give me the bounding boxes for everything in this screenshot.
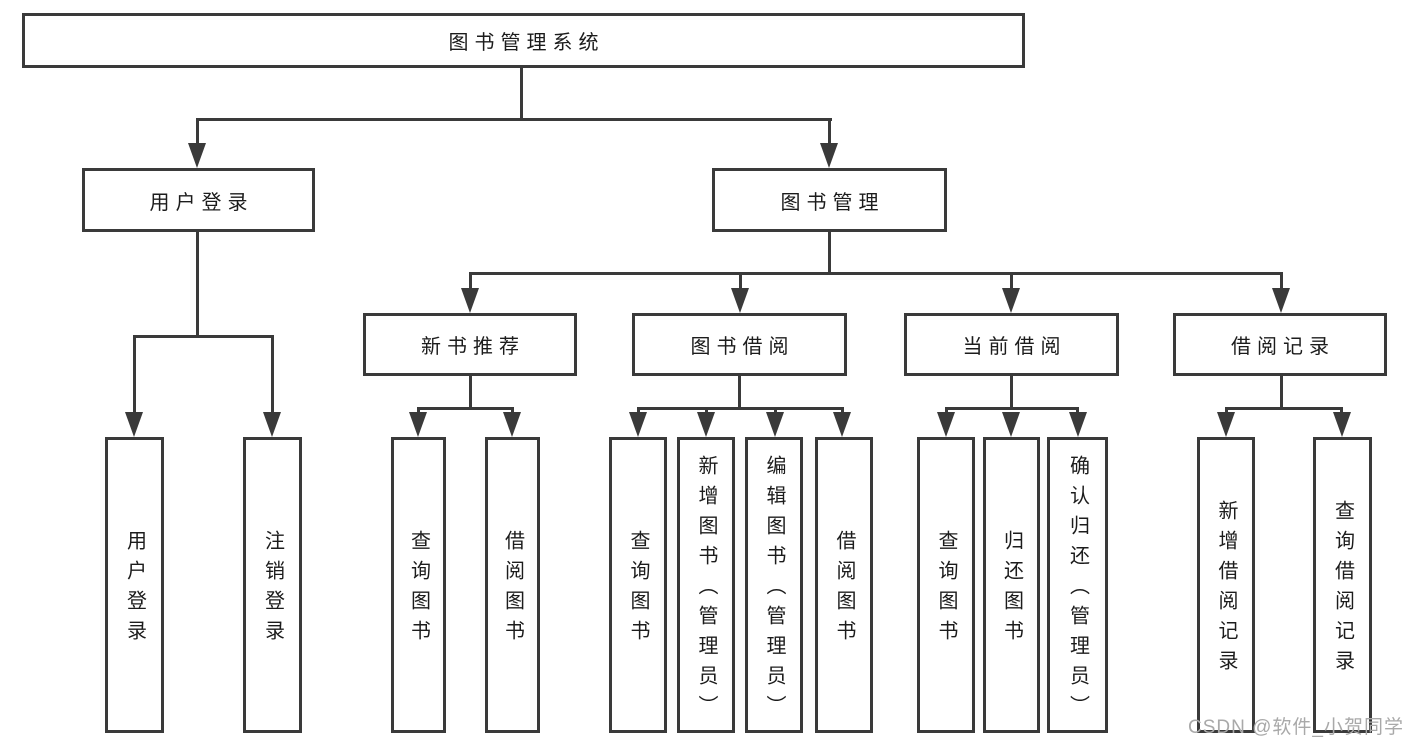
connector-stub-section-3 [1010,272,1013,292]
connector-stub-c1 [945,407,948,416]
connector-stub-b3 [774,407,777,416]
leaf-a2-borrow-books: 借阅图书 [485,437,540,733]
connector-root-down [520,68,523,120]
connector-stub-mgmt [828,118,831,148]
arrow-to-c3 [1069,412,1087,437]
connector-stub-section-2 [739,272,742,292]
arrow-to-new-books [461,288,479,313]
arrow-to-borrow-records [1272,288,1290,313]
leaf-a2-label: 借阅图书 [501,530,524,650]
connector-stub-a1 [417,407,420,416]
leaf-a1-label: 查询图书 [407,530,430,650]
connector-stub-b2 [705,407,708,416]
leaf-c1-search-books: 查询图书 [917,437,975,733]
leaf-user-login-label: 用户登录 [123,530,146,650]
leaf-user-login: 用户登录 [105,437,164,733]
leaf-b4-label: 借阅图书 [833,530,855,650]
leaf-d2-search-borrow-record: 查询借阅记录 [1313,437,1372,733]
connector-stub-login-leaf-2 [271,335,274,415]
arrow-to-login [188,143,206,168]
node-book-management-label: 图书管理 [780,191,885,214]
arrow-to-a2 [503,412,521,437]
leaf-c2-return-books: 归还图书 [983,437,1040,733]
arrow-to-b2 [697,412,715,437]
arrow-to-c1 [937,412,955,437]
leaf-c3-confirm-return-admin: 确认归还（管理员） [1047,437,1108,733]
leaf-c1-label: 查询图书 [935,530,957,650]
leaf-d1-label: 新增借阅记录 [1215,500,1237,680]
connector-stub-a2 [511,407,514,416]
connector-secA-down [469,376,472,409]
connector-stub-section-4 [1280,272,1283,292]
node-new-books-label: 新书推荐 [421,336,525,358]
watermark: CSDN @软件_小贺同学 [1188,717,1404,738]
arrow-to-book-borrow [731,288,749,313]
connector-stub-b4 [841,407,844,416]
node-current-borrow: 当前借阅 [904,313,1119,376]
arrow-to-login-leaf-1 [125,412,143,437]
connector-login-down [196,232,199,338]
leaf-c2-label: 归还图书 [1000,530,1023,650]
connector-stub-login-leaf-1 [133,335,136,415]
leaf-d2-label: 查询借阅记录 [1331,500,1354,680]
leaf-d1-add-borrow-record: 新增借阅记录 [1197,437,1255,733]
leaf-b2-label: 新增图书（管理员） [695,455,717,725]
arrow-to-login-leaf-2 [263,412,281,437]
arrow-to-d1 [1217,412,1235,437]
node-user-login: 用户登录 [82,168,315,232]
leaf-b1-label: 查询图书 [627,530,649,650]
connector-stub-d2 [1340,407,1343,416]
leaf-b3-edit-books-admin: 编辑图书（管理员） [745,437,803,733]
node-book-borrow-label: 图书借阅 [690,336,795,358]
arrow-to-mgmt [820,143,838,168]
leaf-c3-label: 确认归还（管理员） [1066,455,1089,725]
connector-stub-b1 [637,407,640,416]
arrow-to-b3 [766,412,784,437]
arrow-to-b4 [833,412,851,437]
connector-mgmt-horizontal [469,272,1283,275]
node-new-books: 新书推荐 [363,313,577,376]
connector-secC-down [1010,376,1013,409]
connector-secD-down [1280,376,1283,409]
node-root: 图书管理系统 [22,13,1025,68]
node-root-label: 图书管理系统 [448,32,605,54]
connector-secB-horizontal [637,407,844,410]
arrow-to-b1 [629,412,647,437]
leaf-b3-label: 编辑图书（管理员） [763,455,785,725]
leaf-b4-borrow-books: 借阅图书 [815,437,873,733]
connector-login-horizontal [133,335,274,338]
connector-secC-horizontal [945,407,1079,410]
node-book-management: 图书管理 [712,168,947,232]
leaf-logout: 注销登录 [243,437,302,733]
connector-secB-down [738,376,741,409]
arrow-to-current-borrow [1002,288,1020,313]
connector-secD-horizontal [1225,407,1343,410]
node-current-borrow-label: 当前借阅 [962,336,1067,358]
node-book-borrow: 图书借阅 [632,313,847,376]
connector-stub-c3 [1076,407,1079,416]
leaf-b2-add-books-admin: 新增图书（管理员） [677,437,735,733]
connector-stub-section-1 [469,272,472,292]
arrow-to-c2 [1002,412,1020,437]
leaf-b1-search-books: 查询图书 [609,437,667,733]
node-borrow-records-label: 借阅记录 [1231,336,1335,358]
arrow-to-a1 [409,412,427,437]
leaf-a1-search-books: 查询图书 [391,437,446,733]
node-user-login-label: 用户登录 [149,191,254,214]
arrow-to-d2 [1333,412,1351,437]
leaf-logout-label: 注销登录 [261,530,284,650]
connector-stub-d1 [1225,407,1228,416]
connector-stub-login [196,118,199,148]
connector-mgmt-down [828,232,831,275]
node-borrow-records: 借阅记录 [1173,313,1387,376]
connector-secA-horizontal [417,407,514,410]
connector-root-horizontal [196,118,832,121]
